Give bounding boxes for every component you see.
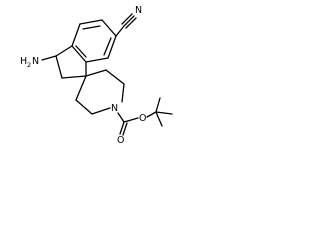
bond-c2-c3 [71,23,81,47]
boc-group: O O [117,97,173,144]
bond-tbu-me1 [155,97,161,113]
bond-c5p-c6p [75,99,93,115]
double-bond-inner-2 [103,37,112,56]
bond-c4-c5 [101,19,117,37]
cyclopentane-ring [55,45,87,79]
triple-bond-c [125,17,137,29]
bond-c6p-spiro [75,75,87,101]
bond-tbu-me2 [155,111,173,115]
bond-c3-c4 [79,19,103,25]
bond-c6-c1 [85,57,109,63]
double-bond-inner-1 [82,25,101,30]
ester-o-label: O [139,113,146,124]
bond-c2-ch [55,45,73,57]
bond-tbu-me3 [155,111,163,127]
bond-ch-n [41,55,57,61]
bond-c1-c2 [71,45,87,63]
carbonyl-o-label: O [117,135,124,144]
bond-n-c5p [91,107,111,115]
bond-c2p-c3p [105,69,125,85]
bond-o-tbu [146,111,157,118]
bond-ring-cn [115,25,125,37]
triple-bond-a [123,15,135,27]
amine-n-label: N [32,56,39,67]
bond-ch-ch2 [55,55,63,79]
bond-c3p-n [121,83,125,103]
benzene-ring [71,19,117,63]
bond-ch2-spiro [61,75,87,79]
triple-bond-b [121,13,133,25]
bond-spiro-c2p [85,69,107,77]
bond-c5-c6 [107,35,117,59]
piperidine-ring: N [75,69,125,115]
amine-h-label: H [20,56,27,67]
double-bond-inner-3 [75,45,87,58]
amine-group: H 2 N [20,55,57,69]
piperidine-n-label: N [111,103,118,114]
chemical-structure: N H 2 N N O O [20,5,173,144]
carbonyl-double-b [122,122,128,136]
bond-n-carbonyl [117,112,125,123]
bond-carbonyl-o [123,117,139,123]
amine-subscript: 2 [27,61,31,69]
nitrile-n-label: N [135,5,142,16]
nitrile-group: N [115,5,142,37]
carbonyl-double-a [119,121,125,135]
